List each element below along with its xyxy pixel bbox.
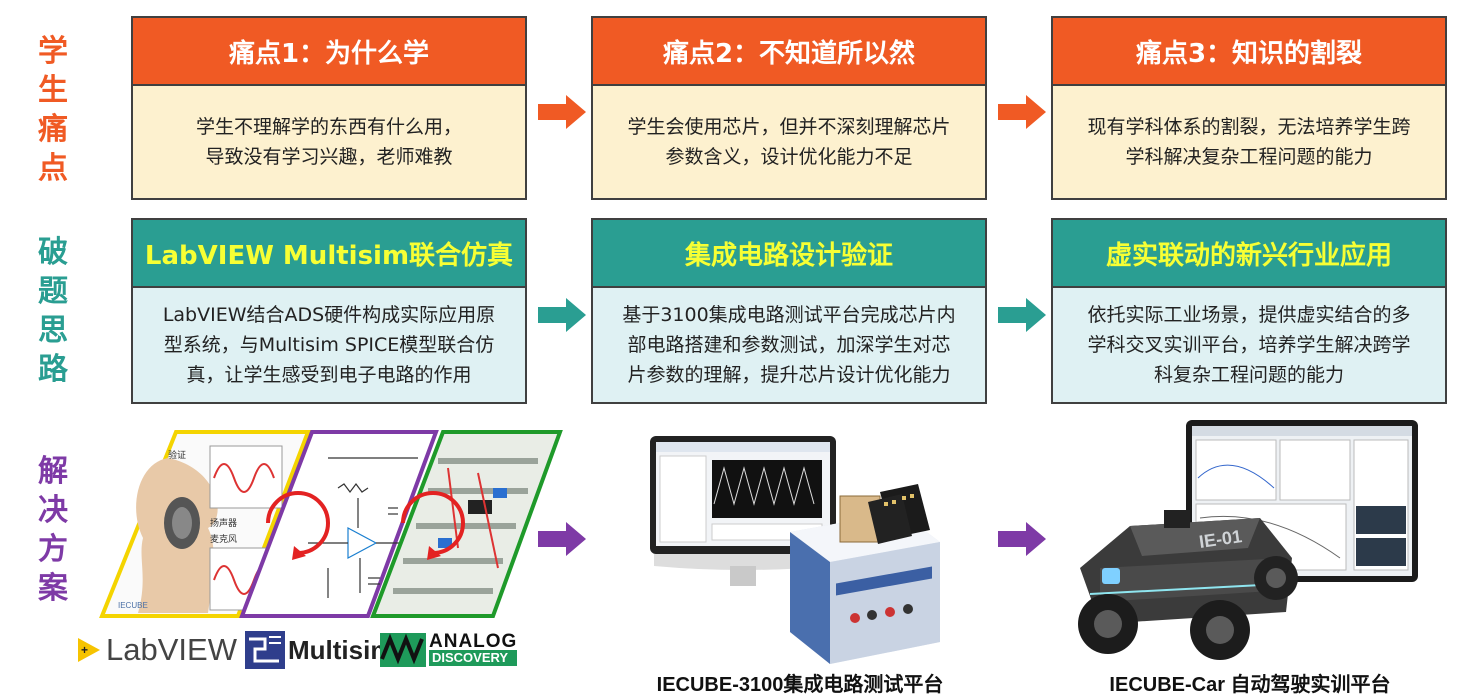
pain-card-2: 痛点2：不知道所以然 学生会使用芯片，但并不深刻理解芯片 参数含义，设计优化能力… — [591, 16, 987, 200]
label-brand: IECUBE — [118, 601, 148, 610]
idea-card-2: 集成电路设计验证 基于3100集成电路测试平台完成芯片内 部电路搭建和参数测试，… — [591, 218, 987, 404]
label-speaker: 扬声器 — [210, 517, 237, 528]
iecube-car-caption: IECUBE-Car 自动驾驶实训平台 — [1109, 674, 1391, 696]
iecube-3100-platform-image — [650, 436, 940, 664]
discovery-logo-text: DISCOVERY — [429, 650, 518, 666]
arrow-right-icon — [538, 522, 586, 556]
row-label-pain: 学 生 痛 点 — [38, 34, 68, 186]
idea-card-body: 依托实际工业场景，提供虚实结合的多 学科交叉实训平台，培养学生解决跨学 科复杂工… — [1053, 288, 1445, 402]
idea-card-title: 集成电路设计验证 — [593, 220, 985, 288]
pain-card-1: 痛点1：为什么学 学生不理解学的东西有什么用， 导致没有学习兴趣，老师难教 — [131, 16, 527, 200]
analog-discovery-logo: ANALOG DISCOVERY — [380, 631, 518, 668]
multisim-logo-text: Multisim — [288, 634, 394, 665]
idea-card-body: LabVIEW结合ADS硬件构成实际应用原 型系统，与Multisim SPIC… — [133, 288, 525, 402]
pain-card-title: 痛点2：不知道所以然 — [593, 18, 985, 86]
pain-card-title: 痛点1：为什么学 — [133, 18, 525, 86]
arrow-right-icon — [998, 522, 1046, 556]
idea-card-1: LabVIEW Multisim联合仿真 LabVIEW结合ADS硬件构成实际应… — [131, 218, 527, 404]
multisim-logo-icon — [245, 631, 285, 669]
pain-card-title: 痛点3：知识的割裂 — [1053, 18, 1445, 86]
svg-text:+: + — [81, 643, 88, 657]
idea-card-title: 虚实联动的新兴行业应用 — [1053, 220, 1445, 288]
pain-card-body: 学生不理解学的东西有什么用， 导致没有学习兴趣，老师难教 — [133, 86, 525, 198]
idea-card-body: 基于3100集成电路测试平台完成芯片内 部电路搭建和参数测试，加深学生对芯 片参… — [593, 288, 985, 402]
label-mic: 麦克风 — [210, 533, 237, 544]
iecube-3100-caption: IECUBE-3100集成电路测试平台 — [656, 674, 944, 696]
row-label-idea: 破 题 思 路 — [38, 235, 68, 387]
analog-discovery-wave-icon — [380, 633, 426, 667]
labview-logo-icon: + — [78, 638, 100, 662]
cosimulation-illustration: 验证 扬声器 麦克风 IECUBE — [99, 430, 563, 618]
analog-logo-text: ANALOG — [429, 631, 518, 652]
arrow-right-icon — [998, 95, 1046, 129]
idea-card-3: 虚实联动的新兴行业应用 依托实际工业场景，提供虚实结合的多 学科交叉实训平台，培… — [1051, 218, 1447, 404]
iecube-car-platform-image: IE-01 — [1078, 420, 1418, 660]
pain-card-3: 痛点3：知识的割裂 现有学科体系的割裂，无法培养学生跨 学科解决复杂工程问题的能… — [1051, 16, 1447, 200]
arrow-right-icon — [538, 95, 586, 129]
idea-card-title: LabVIEW Multisim联合仿真 — [133, 220, 525, 288]
labview-logo-text: LabVIEW — [106, 632, 237, 667]
pain-card-body: 现有学科体系的割裂，无法培养学生跨 学科解决复杂工程问题的能力 — [1053, 86, 1445, 198]
label-verify: 验证 — [168, 449, 186, 460]
labview-logo: + LabVIEW — [78, 632, 237, 668]
arrow-right-icon — [538, 298, 586, 332]
row-label-solution: 解 决 方 案 — [38, 454, 68, 606]
pain-card-body: 学生会使用芯片，但并不深刻理解芯片 参数含义，设计优化能力不足 — [593, 86, 985, 198]
arrow-right-icon — [998, 298, 1046, 332]
multisim-logo: Multisim — [245, 630, 393, 670]
